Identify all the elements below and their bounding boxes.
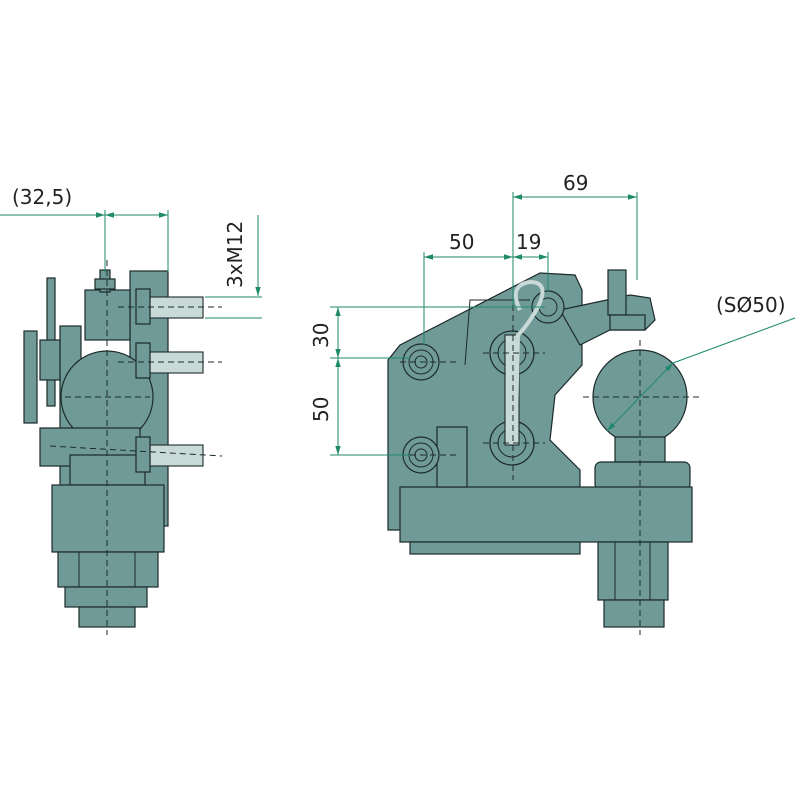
side-base-block (51, 484, 165, 553)
side-lever-plate (23, 330, 38, 424)
dim-hole-spacing-label: 50 (449, 230, 474, 254)
dim-ball-diameter-label: (SØ50) (716, 293, 786, 317)
dim-vertical-upper-label: 30 (309, 323, 333, 348)
guide-pin (436, 426, 468, 488)
dimension-lines (0, 192, 796, 456)
dim-pin-offset-label: 19 (516, 230, 541, 254)
base-block (399, 486, 693, 543)
dim-ball-offset-label: 69 (563, 171, 588, 195)
lower-hex-nut (597, 541, 669, 601)
spring-clip (513, 279, 545, 426)
front-view (387, 269, 700, 635)
dim-offset-label: (32,5) (12, 185, 72, 209)
ball-nut (594, 461, 691, 491)
side-hex-nut (57, 551, 159, 588)
bolt-2 (149, 351, 204, 374)
side-view (23, 260, 223, 635)
bolt-1 (149, 296, 204, 319)
dim-vertical-lower-label: 50 (309, 397, 333, 422)
lever-arm (559, 294, 656, 346)
bolt-3 (149, 444, 204, 467)
dim-thread-label: 3xM12 (223, 221, 247, 288)
